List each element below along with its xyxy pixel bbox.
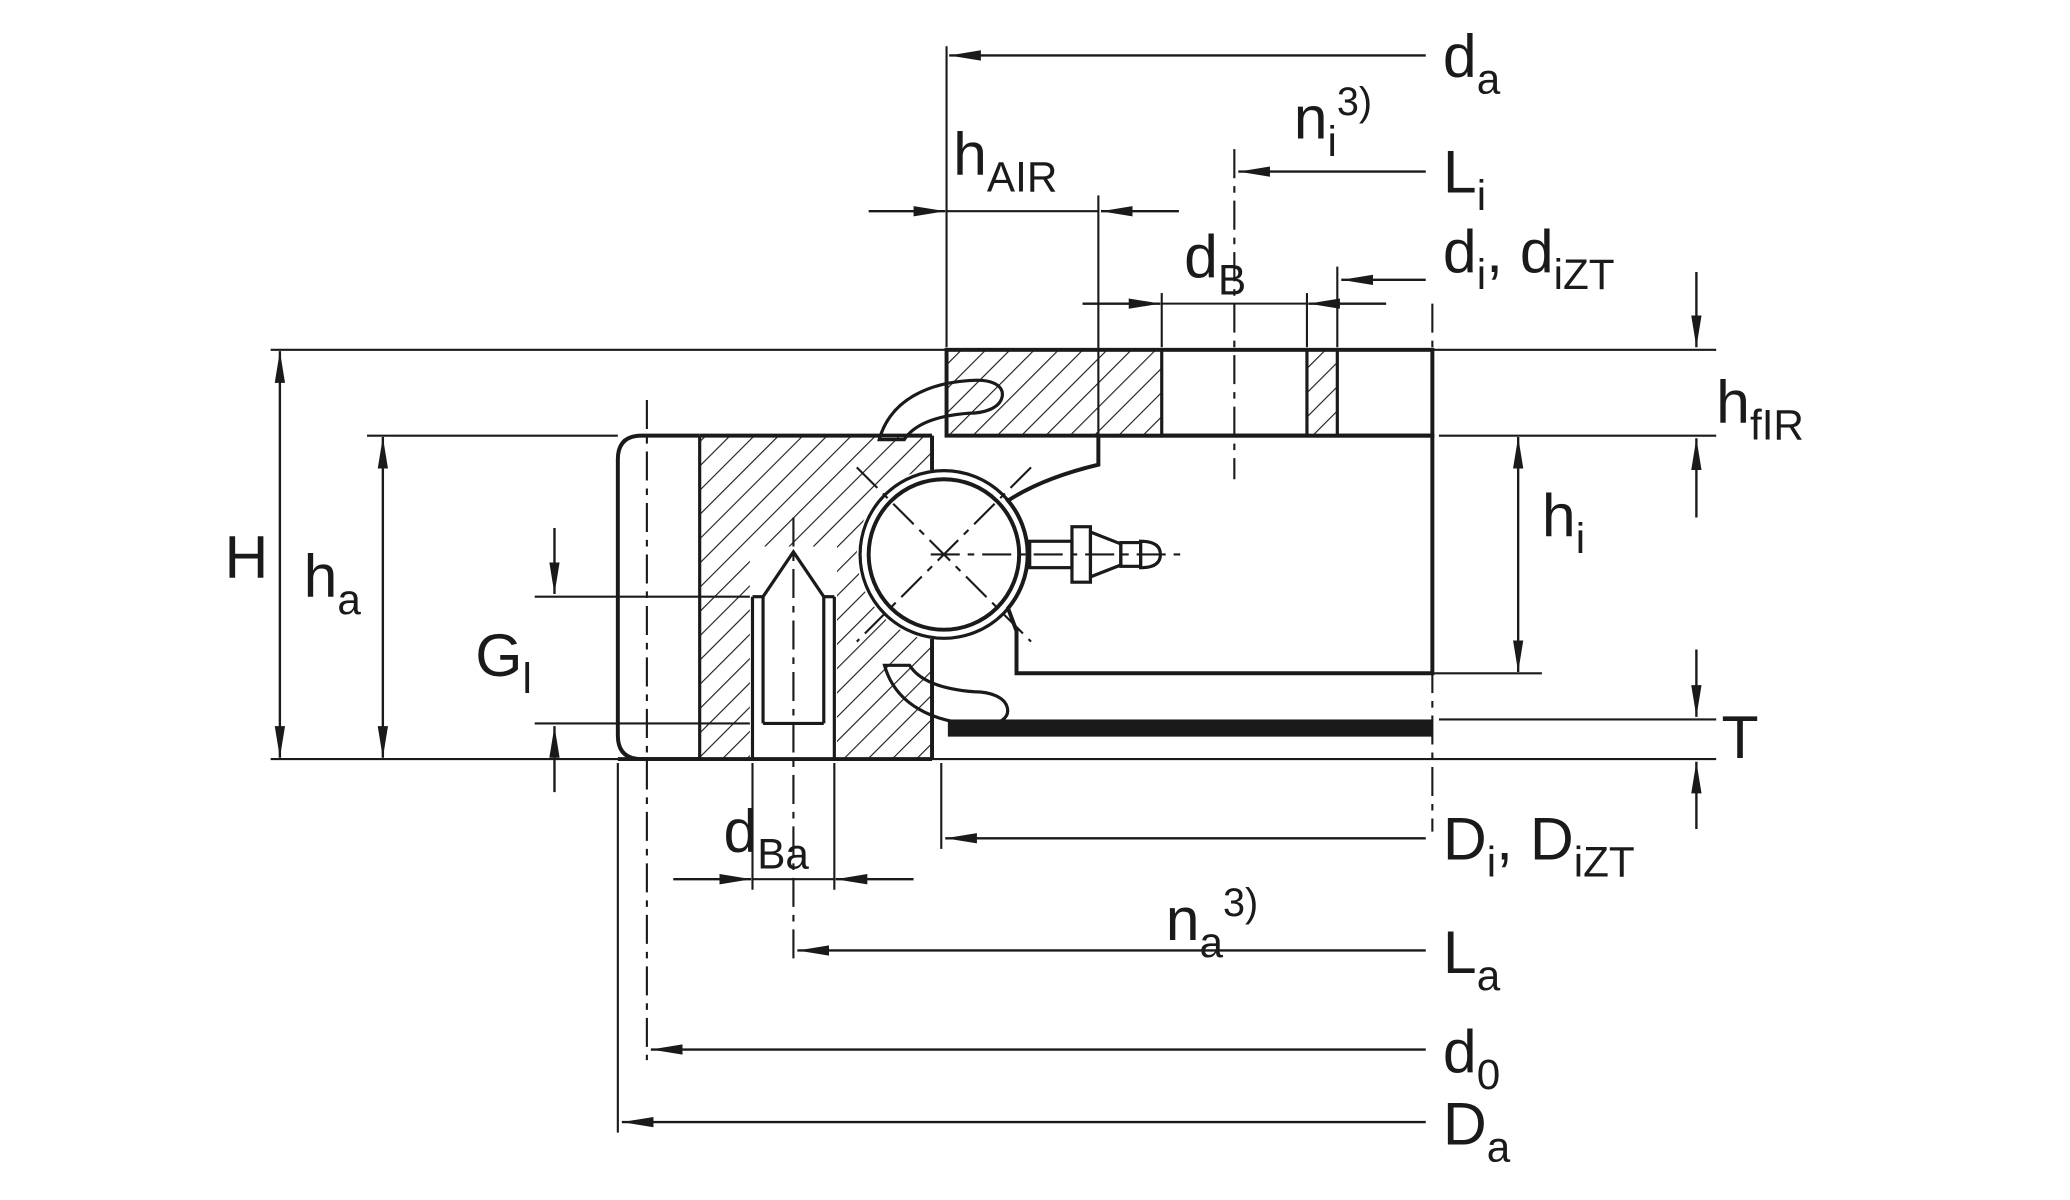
spacer-strip (947, 719, 1433, 737)
label-ni: ni3) (1294, 80, 1372, 165)
dimension-Di: Di, DiZT (945, 804, 1635, 886)
grease-nipple (930, 525, 1185, 584)
dimension-ha: ha (304, 436, 389, 758)
dimension-la: na3) La (797, 881, 1501, 999)
label-dba: dBa (723, 796, 809, 877)
label-na: na3) (1166, 881, 1259, 966)
label-hair: hAIR (953, 119, 1057, 200)
inner-ring-flange-hatch-left (946, 349, 1162, 436)
dimension-hfir: hfIR (1691, 271, 1804, 518)
label-li: Li (1443, 138, 1486, 219)
inner-ring-body (1005, 433, 1435, 676)
lower-seal (882, 663, 1010, 727)
upper-seal (877, 378, 1004, 442)
dimension-H: H (224, 351, 286, 758)
label-hi: hi (1542, 481, 1585, 562)
dimension-gl: Gl (475, 528, 560, 793)
dimension-da: da (949, 22, 1501, 103)
dimension-dba: dBa (673, 796, 914, 885)
dimension-li: ni3) Li (1238, 80, 1486, 219)
dimension-Da: Da (621, 1090, 1511, 1171)
label-T: T (1721, 703, 1758, 771)
seals (877, 378, 1010, 727)
label-Da: Da (1443, 1090, 1511, 1171)
label-la: La (1443, 918, 1501, 999)
label-da: da (1443, 22, 1501, 103)
inner-ring-flange-hatch-right (1306, 349, 1338, 436)
label-gl: Gl (475, 621, 532, 702)
label-hfir: hfIR (1716, 367, 1804, 448)
plug-cone-tip (761, 548, 826, 598)
dimension-d0: d0 (650, 1017, 1500, 1098)
dimension-di: di, diZT (1341, 217, 1615, 298)
dimension-hi: hi (1513, 436, 1585, 672)
label-ha: ha (304, 542, 362, 623)
dimension-hair: hAIR (868, 119, 1179, 217)
label-Di: Di, DiZT (1443, 804, 1635, 885)
label-di: di, diZT (1443, 217, 1615, 298)
extension-lines (270, 46, 1717, 1133)
dimension-T: T (1691, 649, 1759, 830)
centerlines (645, 149, 1236, 1061)
inner-ring (944, 347, 1435, 676)
label-db: dB (1184, 222, 1246, 303)
dimension-db: dB (1082, 222, 1387, 309)
label-H: H (224, 523, 268, 591)
label-d0: d0 (1443, 1017, 1500, 1098)
